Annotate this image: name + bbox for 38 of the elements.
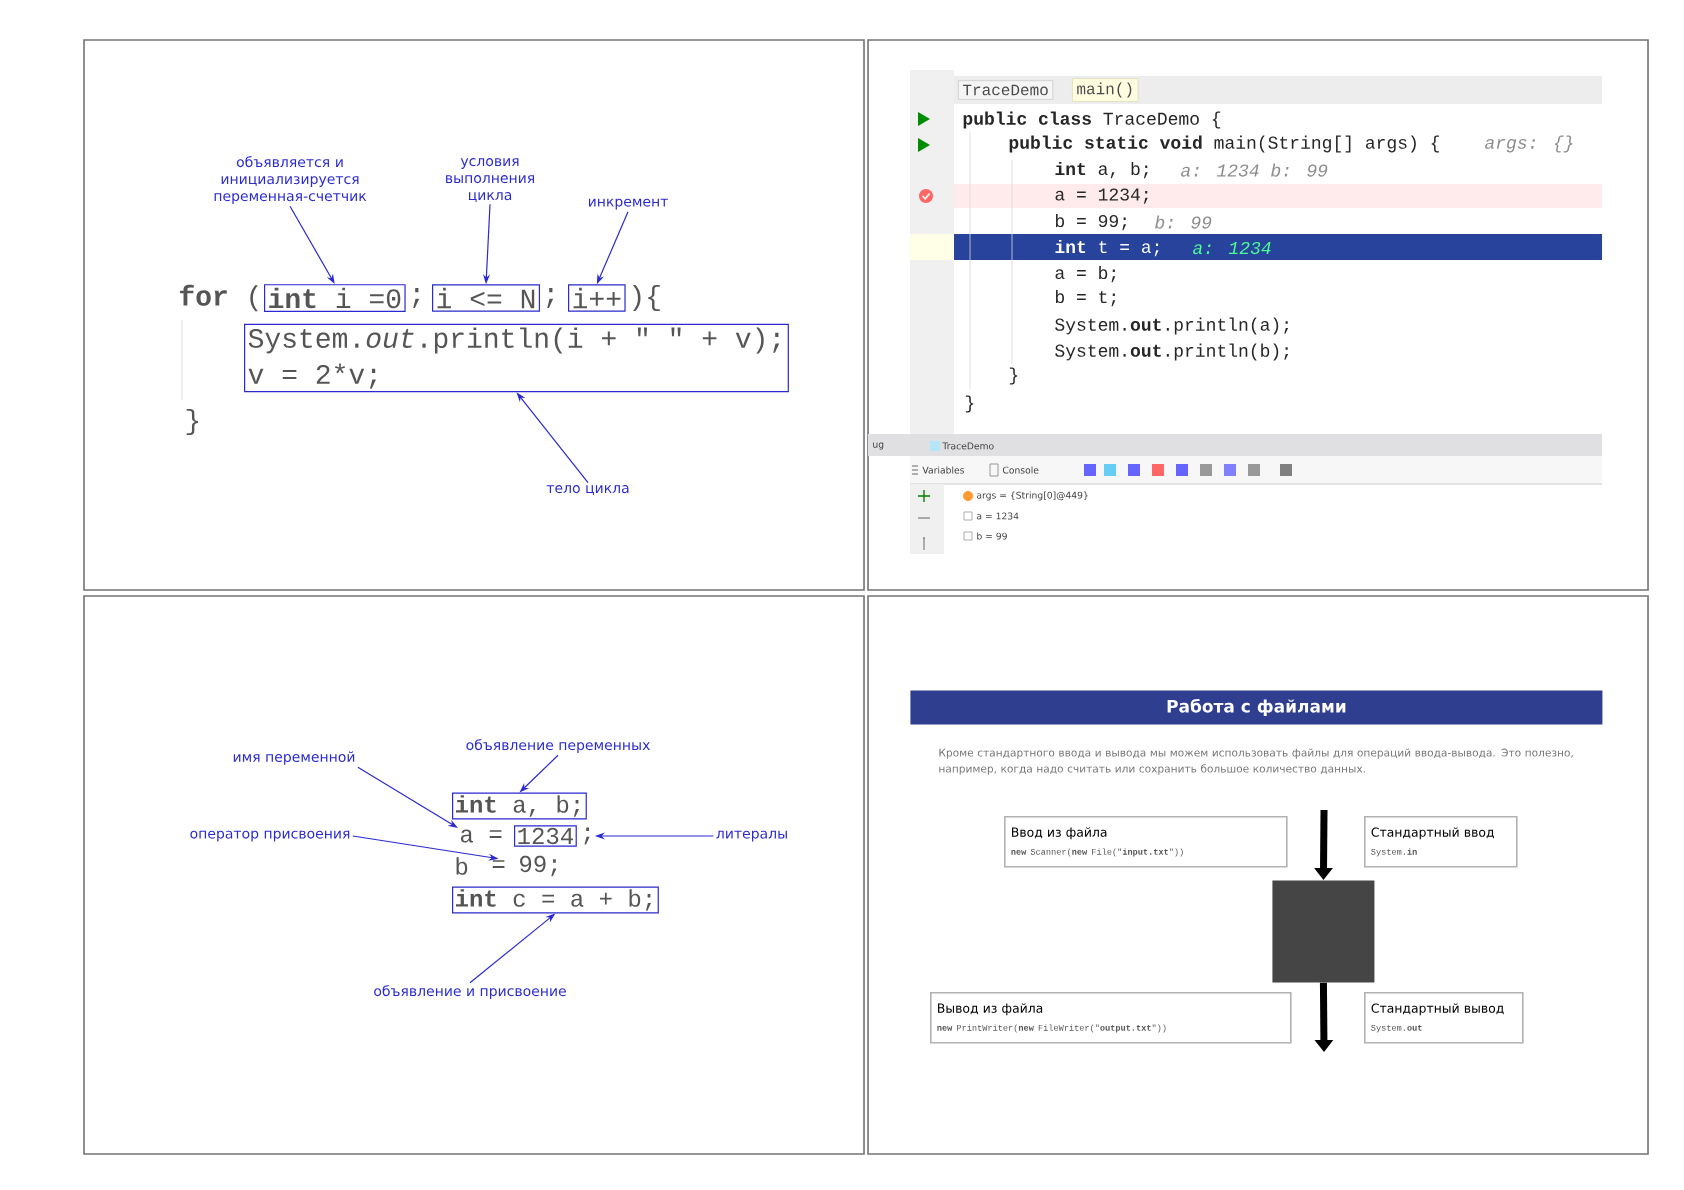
code-line: public static void main(String[] args) { [1009, 135, 1439, 153]
code-box: int a, b; [452, 792, 587, 820]
code-text: a [460, 829, 473, 843]
code-line: System.out.println(b); [1055, 343, 1289, 361]
code-line: b = 99; [1056, 213, 1127, 231]
code-box: i <= N [432, 284, 541, 312]
code-box: int c = a + b; [452, 886, 659, 914]
code-line: } [1009, 367, 1018, 385]
code-line: } [965, 395, 974, 413]
code-text: } [186, 408, 199, 436]
code-box: 1234 [514, 825, 577, 847]
inline-value-hint: a: 1234 b: 99 [1181, 163, 1328, 177]
code-text: ; [584, 827, 590, 845]
code-text: ){ [633, 284, 660, 312]
code-text: ; [547, 288, 554, 308]
code-box: i++ [568, 284, 626, 312]
code-text: for ( [180, 284, 258, 312]
inline-value-hint: a: 1234 [1193, 241, 1271, 255]
dark-square [1272, 880, 1375, 983]
breadcrumb-tab: TraceDemo [958, 80, 1054, 100]
code-line: int a, b; [1055, 161, 1148, 179]
breadcrumb-tab: main() [1072, 78, 1139, 102]
code-box: int i =0 [264, 284, 406, 312]
code-line: a = b; [1055, 265, 1116, 283]
code-text: = [492, 860, 505, 868]
code-box: System.out.println(i + " " + v); v = 2*v; [244, 323, 789, 393]
code-line: public class TraceDemo { [963, 111, 1221, 129]
code-line: a = 1234; [1055, 188, 1148, 204]
code-text: b [456, 857, 468, 875]
title-band: Работа с файлами [910, 690, 1603, 725]
code-line: System.out.println(a); [1055, 317, 1289, 335]
code-text: = [489, 830, 502, 838]
inline-value-hint: args: {} [1485, 135, 1573, 153]
code-line: b = t; [1056, 289, 1116, 307]
code-text: ; [413, 288, 420, 308]
inline-value-hint: b: 99 [1155, 215, 1212, 229]
code-line: int t = a; [1055, 239, 1159, 257]
code-text: 99; [520, 855, 557, 877]
